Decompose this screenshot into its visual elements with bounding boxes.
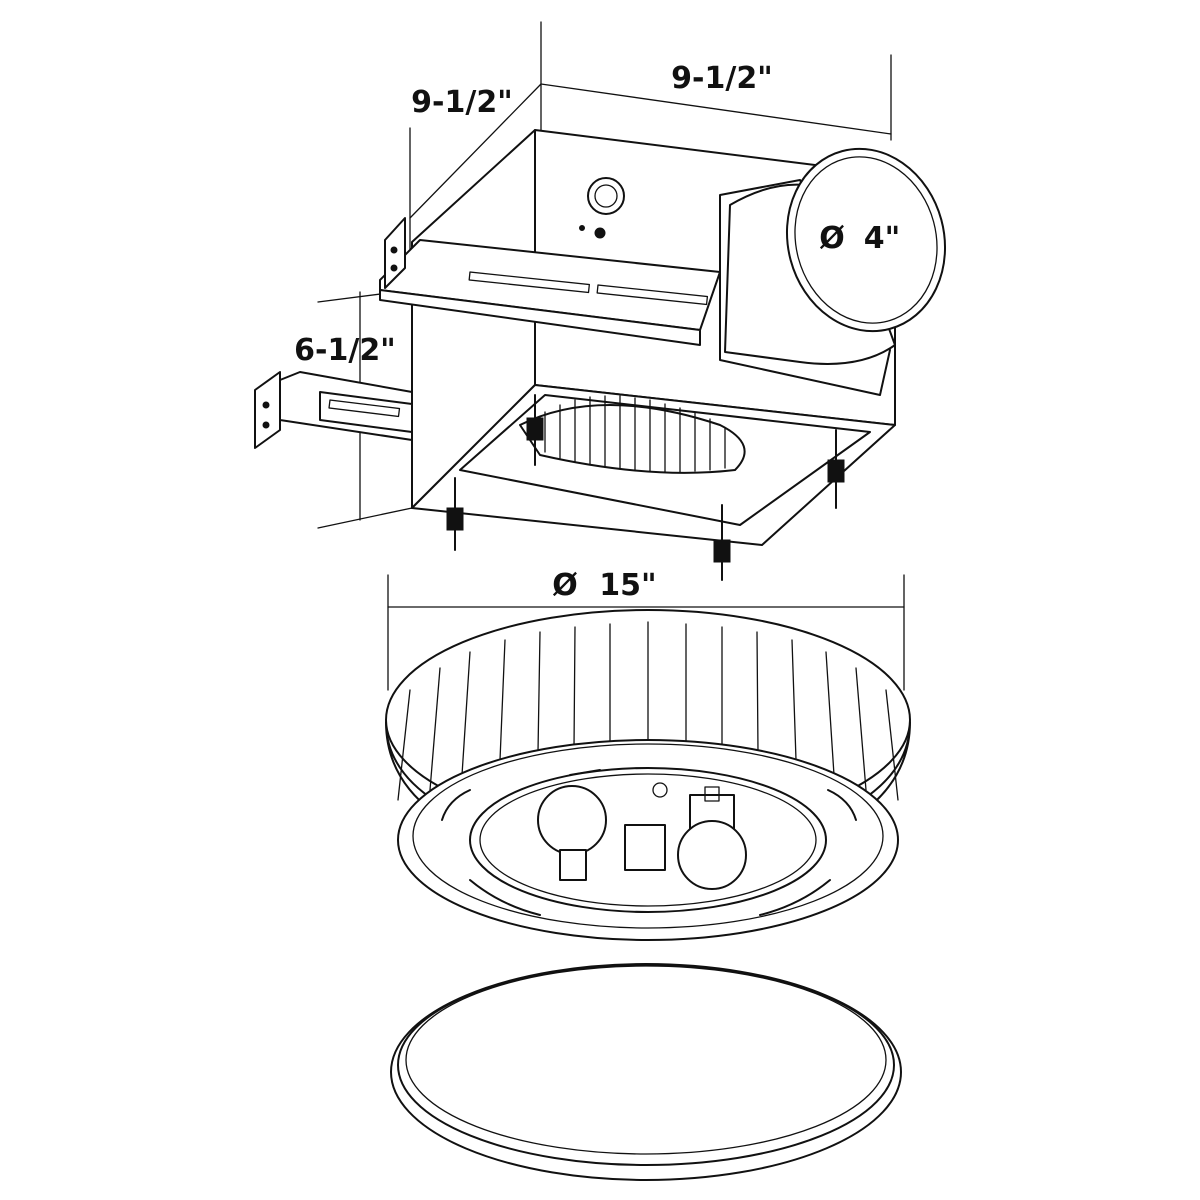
blower-wheel: [519, 395, 746, 474]
mounting-studs: [446, 394, 845, 581]
housing-height-label: 6-1/2": [294, 333, 396, 368]
side-mounting-bracket: [254, 371, 413, 449]
top-mounting-bracket: [379, 217, 721, 346]
housing-depth-label: 9-1/2": [411, 85, 513, 120]
stud-back-right: [827, 429, 845, 509]
bulb-right: [677, 794, 747, 890]
knockout-ring: [587, 177, 625, 215]
dim-grille-diameter: Ø 15": [387, 568, 905, 691]
stud-front-right: [713, 504, 731, 581]
dim-housing-height: 6-1/2": [294, 289, 413, 529]
shroud-ribs: [397, 621, 899, 801]
plate-slots: [441, 769, 857, 916]
dim-housing-depth: 9-1/2": [409, 83, 542, 261]
duct-connector: Ø 4": [719, 147, 947, 396]
duct-diameter-label: 4": [864, 221, 901, 256]
dim-housing-width: 9-1/2": [540, 21, 892, 141]
socket-bracket: [624, 824, 666, 871]
duct-diameter-symbol: Ø: [819, 221, 845, 256]
stud-back-left: [526, 394, 544, 466]
housing-width-label: 9-1/2": [671, 61, 773, 96]
lens-cover: [390, 963, 902, 1181]
stud-front-left: [446, 477, 464, 551]
grille-diameter-label: 15": [599, 568, 656, 603]
bulb-left: [537, 785, 607, 881]
grille-diameter-symbol: Ø: [552, 568, 578, 603]
light-grille-assembly: [385, 609, 911, 941]
